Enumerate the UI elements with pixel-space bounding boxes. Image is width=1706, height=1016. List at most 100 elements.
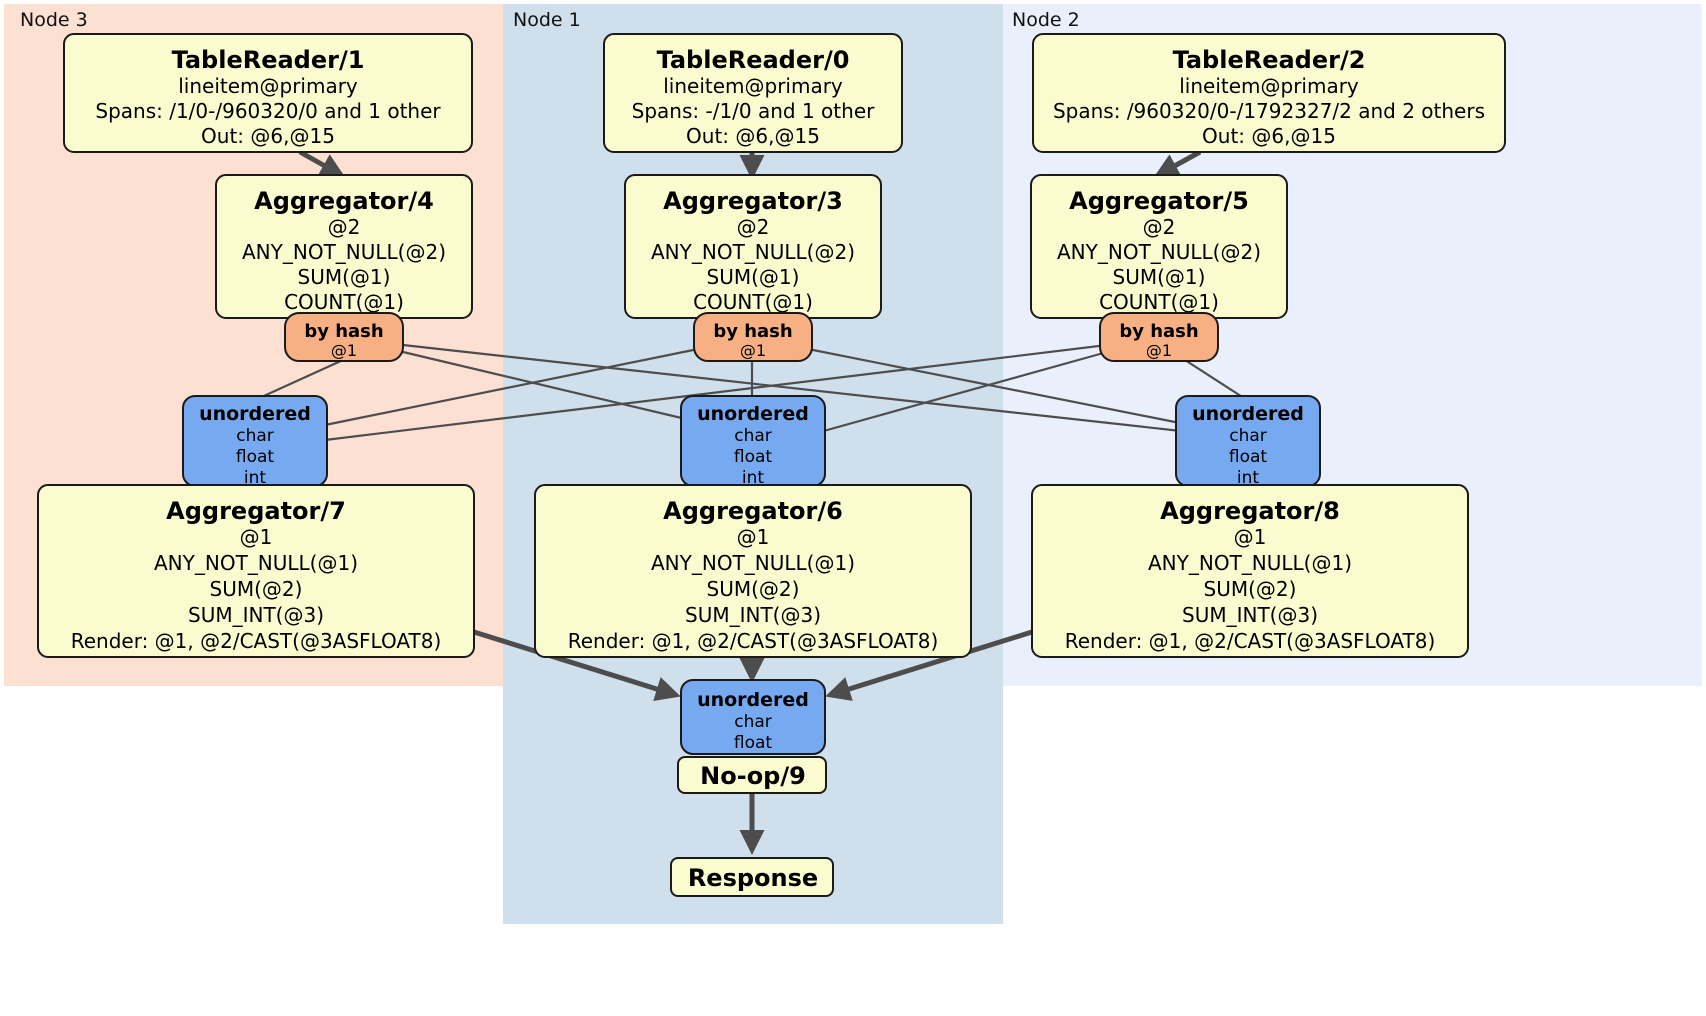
- stream-node1[interactable]: unordered char float int: [680, 395, 826, 488]
- processor-tablereader1[interactable]: TableReader/1 lineitem@primary Spans: /1…: [63, 33, 473, 153]
- aggregator6-line-4: Render: @1, @2/CAST(@3ASFLOAT8): [568, 629, 939, 653]
- router-node2-line-0: @1: [1146, 341, 1172, 360]
- stream-node3-line-2: int: [244, 468, 266, 488]
- router-node1[interactable]: by hash @1: [693, 312, 813, 362]
- aggregator4-line-0: @2: [328, 215, 361, 239]
- tablereader0-line-1: Spans: -/1/0 and 1 other: [632, 99, 875, 123]
- aggregator7-box[interactable]: [37, 484, 475, 658]
- noop9-box[interactable]: [677, 756, 827, 794]
- tablereader2-box[interactable]: [1032, 33, 1506, 153]
- processor-tablereader0[interactable]: TableReader/0 lineitem@primary Spans: -/…: [603, 33, 903, 153]
- processor-aggregator7[interactable]: Aggregator/7 @1 ANY_NOT_NULL(@1) SUM(@2)…: [37, 484, 475, 658]
- stream-final[interactable]: unordered char float: [680, 679, 826, 755]
- stream-node2-line-1: float: [1229, 447, 1268, 467]
- processor-response[interactable]: Response: [670, 857, 834, 897]
- tablereader2-line-1: Spans: /960320/0-/1792327/2 and 2 others: [1053, 99, 1485, 123]
- router-node2-title: by hash: [1119, 321, 1198, 342]
- aggregator4-line-1: ANY_NOT_NULL(@2): [242, 240, 446, 264]
- aggregator3-line-0: @2: [737, 215, 770, 239]
- aggregator8-line-0: @1: [1234, 525, 1267, 549]
- tablereader0-title: TableReader/0: [657, 46, 850, 74]
- aggregator8-line-3: SUM_INT(@3): [1182, 603, 1318, 627]
- processor-aggregator5[interactable]: Aggregator/5 @2 ANY_NOT_NULL(@2) SUM(@1)…: [1030, 174, 1288, 319]
- router-node2[interactable]: by hash @1: [1099, 312, 1219, 362]
- edge-tablereader1-to-aggregator4: [298, 149, 346, 178]
- edge-router-node3-to-stream-node1: [402, 350, 691, 422]
- edge-router-node1-to-stream-node2: [802, 346, 1191, 427]
- response-title: Response: [688, 864, 818, 892]
- panel-node1-label: Node 1: [513, 9, 581, 31]
- router-node2-box[interactable]: [1099, 312, 1219, 362]
- aggregator3-title: Aggregator/3: [663, 187, 843, 215]
- router-node1-box[interactable]: [693, 312, 813, 362]
- tablereader2-title: TableReader/2: [1173, 46, 1366, 74]
- aggregator6-line-3: SUM_INT(@3): [685, 603, 821, 627]
- stream-final-line-0: char: [734, 712, 772, 732]
- processor-aggregator3[interactable]: Aggregator/3 @2 ANY_NOT_NULL(@2) SUM(@1)…: [624, 174, 882, 319]
- aggregator7-line-0: @1: [240, 525, 273, 549]
- router-node3-box[interactable]: [284, 312, 404, 362]
- processor-tablereader2[interactable]: TableReader/2 lineitem@primary Spans: /9…: [1032, 33, 1506, 153]
- panel-node2-label: Node 2: [1012, 9, 1080, 31]
- processor-aggregator8[interactable]: Aggregator/8 @1 ANY_NOT_NULL(@1) SUM(@2)…: [1031, 484, 1469, 658]
- tablereader1-line-2: Out: @6,@15: [201, 124, 335, 148]
- aggregator4-title: Aggregator/4: [254, 187, 434, 215]
- aggregator6-title: Aggregator/6: [663, 497, 843, 525]
- aggregator8-box[interactable]: [1031, 484, 1469, 658]
- aggregator5-line-3: COUNT(@1): [1099, 290, 1219, 314]
- edge-router-node3-to-stream-node3: [254, 358, 344, 402]
- aggregator7-title: Aggregator/7: [166, 497, 346, 525]
- response-box[interactable]: [670, 857, 834, 897]
- tablereader0-box[interactable]: [603, 33, 903, 153]
- tablereader0-line-2: Out: @6,@15: [686, 124, 820, 148]
- stream-node2-line-2: int: [1237, 468, 1259, 488]
- aggregator6-line-0: @1: [737, 525, 770, 549]
- stream-node2-title: unordered: [1192, 403, 1304, 425]
- aggregator5-line-1: ANY_NOT_NULL(@2): [1057, 240, 1261, 264]
- aggregator8-title: Aggregator/8: [1160, 497, 1340, 525]
- aggregator4-line-2: SUM(@1): [298, 265, 391, 289]
- router-node3-title: by hash: [304, 321, 383, 342]
- edge-aggregator8-to-stream-final: [825, 629, 1033, 701]
- edge-tablereader2-to-aggregator5: [1153, 149, 1202, 178]
- stream-node3-line-0: char: [236, 426, 274, 446]
- edge-router-node2-to-stream-node1: [819, 350, 1108, 434]
- aggregator8-line-1: ANY_NOT_NULL(@1): [1148, 551, 1352, 575]
- processor-noop9[interactable]: No-op/9: [677, 756, 827, 794]
- stream-node1-line-2: int: [742, 468, 764, 488]
- stream-node3-title: unordered: [199, 403, 311, 425]
- aggregator8-line-4: Render: @1, @2/CAST(@3ASFLOAT8): [1065, 629, 1436, 653]
- aggregator3-line-2: SUM(@1): [707, 265, 800, 289]
- stream-node2[interactable]: unordered char float int: [1175, 395, 1321, 488]
- aggregator7-line-2: SUM(@2): [210, 577, 303, 601]
- edge-router-node2-to-stream-node3: [324, 343, 1108, 442]
- router-node1-line-0: @1: [740, 341, 766, 360]
- tablereader0-line-0: lineitem@primary: [663, 74, 843, 98]
- stream-node1-title: unordered: [697, 403, 809, 425]
- tablereader1-box[interactable]: [63, 33, 473, 153]
- aggregator6-line-1: ANY_NOT_NULL(@1): [651, 551, 855, 575]
- stream-final-box[interactable]: [680, 679, 826, 755]
- processor-aggregator4[interactable]: Aggregator/4 @2 ANY_NOT_NULL(@2) SUM(@1)…: [215, 174, 473, 319]
- router-node3-line-0: @1: [331, 341, 357, 360]
- stream-node3[interactable]: unordered char float int: [182, 395, 328, 488]
- edge-router-node3-to-stream-node2: [402, 343, 1191, 434]
- tablereader2-line-0: lineitem@primary: [1179, 74, 1359, 98]
- aggregator6-box[interactable]: [534, 484, 972, 658]
- tablereader1-title: TableReader/1: [172, 46, 365, 74]
- stream-node1-line-0: char: [734, 426, 772, 446]
- router-node3[interactable]: by hash @1: [284, 312, 404, 362]
- stream-final-line-1: float: [734, 733, 773, 753]
- processor-aggregator6[interactable]: Aggregator/6 @1 ANY_NOT_NULL(@1) SUM(@2)…: [534, 484, 972, 658]
- edge-aggregator7-to-stream-final: [473, 629, 681, 701]
- router-node1-title: by hash: [713, 321, 792, 342]
- panel-node3-label: Node 3: [20, 9, 88, 31]
- tablereader2-line-2: Out: @6,@15: [1202, 124, 1336, 148]
- aggregator8-line-2: SUM(@2): [1204, 577, 1297, 601]
- aggregator3-line-3: COUNT(@1): [693, 290, 813, 314]
- stream-node2-line-0: char: [1229, 426, 1267, 446]
- stream-node1-line-1: float: [734, 447, 773, 467]
- aggregator5-line-2: SUM(@1): [1113, 265, 1206, 289]
- aggregator7-line-3: SUM_INT(@3): [188, 603, 324, 627]
